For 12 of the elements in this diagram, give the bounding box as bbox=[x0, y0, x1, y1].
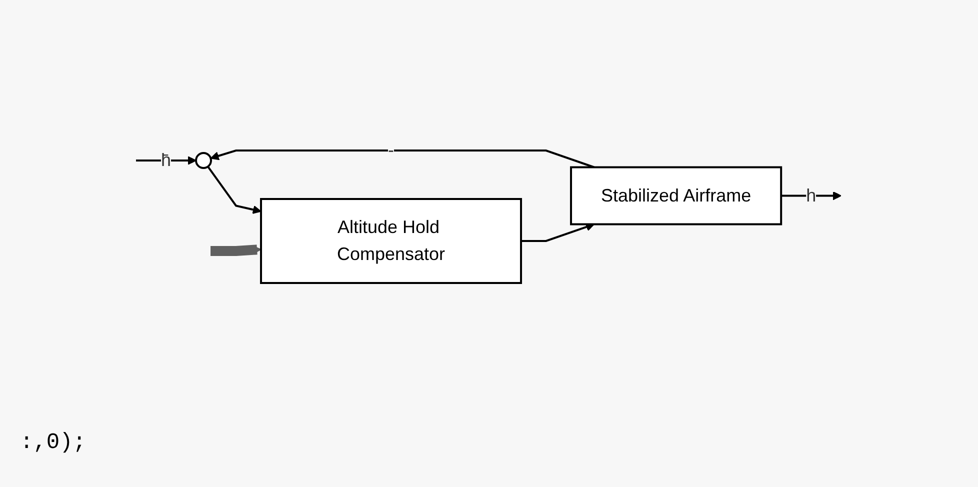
edge-label: h̄ bbox=[161, 150, 172, 170]
node-box: Stabilized Airframe bbox=[570, 166, 783, 226]
arrow bbox=[210, 244, 262, 256]
edge-label: - bbox=[388, 140, 394, 160]
node-box: Altitude Hold Compensator bbox=[260, 198, 522, 284]
arrow bbox=[208, 166, 262, 214]
arrow bbox=[136, 156, 197, 165]
arrow bbox=[210, 150, 595, 168]
node-circle bbox=[195, 152, 212, 169]
code-text: :,0); bbox=[20, 430, 86, 455]
edge-label: h bbox=[806, 185, 817, 206]
arrow bbox=[521, 222, 595, 242]
